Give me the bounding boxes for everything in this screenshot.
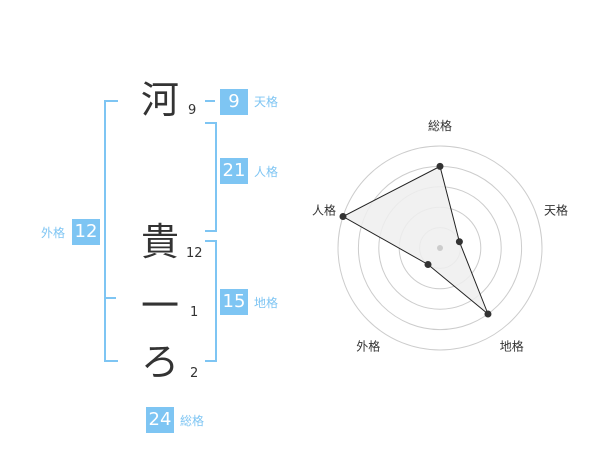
tenkaku-label: 天格 — [254, 95, 279, 109]
soukaku-value: 24 — [146, 407, 174, 433]
radar-axis-label-2: 天格 — [544, 202, 568, 217]
jinkaku-label: 人格 — [254, 165, 279, 179]
radar-axis-label-3: 地格 — [500, 339, 524, 354]
tenkaku-bracket — [205, 100, 215, 102]
gaikaku-bracket — [104, 100, 118, 362]
jinkaku-value: 21 — [220, 158, 248, 184]
stroke-count-2: 12 — [186, 246, 203, 261]
radar-point-1 — [436, 162, 444, 170]
name-char-3: 一 — [140, 284, 179, 328]
gaikaku-value: 12 — [72, 219, 100, 245]
radar-point-2 — [455, 238, 463, 246]
radar-point-5 — [339, 212, 347, 220]
chikaku-label: 地格 — [254, 296, 279, 310]
soukaku-label: 総格 — [180, 414, 205, 428]
radar-center — [437, 245, 443, 251]
name-char-4: ろ — [140, 340, 179, 384]
stroke-count-4: 2 — [190, 366, 199, 381]
radar-axis-label-1: 総格 — [428, 118, 452, 133]
jinkaku-bracket — [205, 122, 217, 232]
name-char-1: 河 — [140, 78, 179, 122]
radar-point-3 — [484, 310, 492, 318]
gaikaku-bracket-tick — [104, 297, 116, 299]
radar-point-4 — [424, 261, 432, 269]
stroke-count-3: 1 — [190, 305, 199, 320]
chikaku-value: 15 — [220, 289, 248, 315]
chikaku-bracket — [205, 240, 217, 362]
stroke-count-1: 9 — [188, 103, 197, 118]
name-char-2: 貴 — [140, 220, 179, 264]
radar-axis-label-5: 人格 — [312, 202, 336, 217]
tenkaku-value: 9 — [220, 89, 248, 115]
radar-series-polygon — [341, 165, 489, 315]
gaikaku-label: 外格 — [41, 226, 66, 240]
radar-axis-label-4: 外格 — [356, 339, 380, 354]
